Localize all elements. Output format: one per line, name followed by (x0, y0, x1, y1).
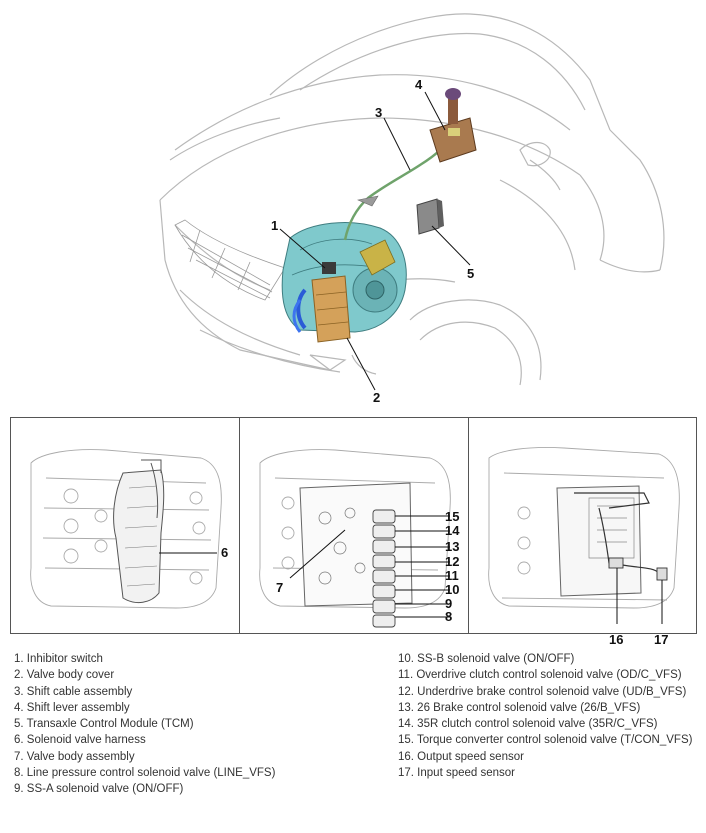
callout-2: 2 (373, 390, 381, 405)
legend-item-3: 3. Shift cable assembly (14, 685, 133, 698)
panel-divider (239, 418, 240, 633)
panel-valve-body (259, 449, 451, 628)
callout-12: 12 (445, 554, 460, 569)
legend-item-1: 1. Inhibitor switch (14, 653, 103, 665)
transaxle-assembly (281, 222, 407, 343)
legend-right: 10. SS-B solenoid valve (ON/OFF) 11. Ove… (398, 651, 692, 781)
panel-solenoid-harness (30, 449, 222, 609)
callout-10: 10 (445, 582, 460, 597)
callout-11: 11 (445, 568, 459, 583)
legend-item-11: 11. Overdrive clutch control solenoid va… (398, 669, 682, 682)
panel-divider (468, 418, 469, 633)
legend-item-7: 7. Valve body assembly (14, 750, 135, 763)
legend-item-16: 16. Output speed sensor (398, 750, 524, 763)
vehicle-outline (159, 13, 665, 386)
callout-15: 15 (445, 509, 460, 524)
legend-left: 1. Inhibitor switch 2. Valve body cover … (14, 651, 275, 798)
vehicle-overview-illustration (159, 13, 665, 391)
legend-item-13: 13. 26 Brake control solenoid valve (26/… (398, 701, 641, 714)
callout-1: 1 (271, 218, 279, 233)
tcm-module (416, 198, 444, 235)
leader-lines (279, 91, 471, 391)
callout-14: 14 (445, 523, 460, 538)
panel-speed-sensors (488, 447, 680, 624)
callout-8: 8 (445, 609, 453, 624)
grille (174, 219, 286, 301)
legend-item-4: 4. Shift lever assembly (14, 701, 130, 714)
callout-13: 13 (445, 539, 460, 554)
callout-5: 5 (467, 266, 475, 281)
legend-item-14: 14. 35R clutch control solenoid valve (3… (398, 718, 658, 731)
legend-item-2: 2. Valve body cover (14, 669, 115, 682)
callout-3: 3 (375, 105, 383, 120)
callout-6: 6 (221, 545, 229, 560)
legend-item-17: 17. Input speed sensor (398, 767, 515, 780)
callout-4: 4 (415, 77, 423, 92)
callout-9: 9 (445, 596, 453, 611)
shift-lever-assembly (429, 88, 477, 163)
legend-item-8: 8. Line pressure control solenoid valve … (14, 767, 276, 780)
legend-item-10: 10. SS-B solenoid valve (ON/OFF) (398, 653, 575, 665)
legend-item-9: 9. SS-A solenoid valve (ON/OFF) (14, 783, 184, 796)
legend-item-12: 12. Underdrive brake control solenoid va… (398, 685, 687, 698)
legend-item-15: 15. Torque converter control solenoid va… (398, 734, 693, 747)
legend-item-6: 6. Solenoid valve harness (14, 734, 146, 747)
callout-16: 16 (609, 632, 624, 647)
shift-cable (343, 149, 441, 241)
callout-7: 7 (276, 580, 284, 595)
solenoid-stack (372, 509, 396, 628)
legend-item-5: 5. Transaxle Control Module (TCM) (14, 718, 194, 731)
detail-panels: 6 (10, 417, 697, 646)
callout-17: 17 (654, 632, 669, 647)
